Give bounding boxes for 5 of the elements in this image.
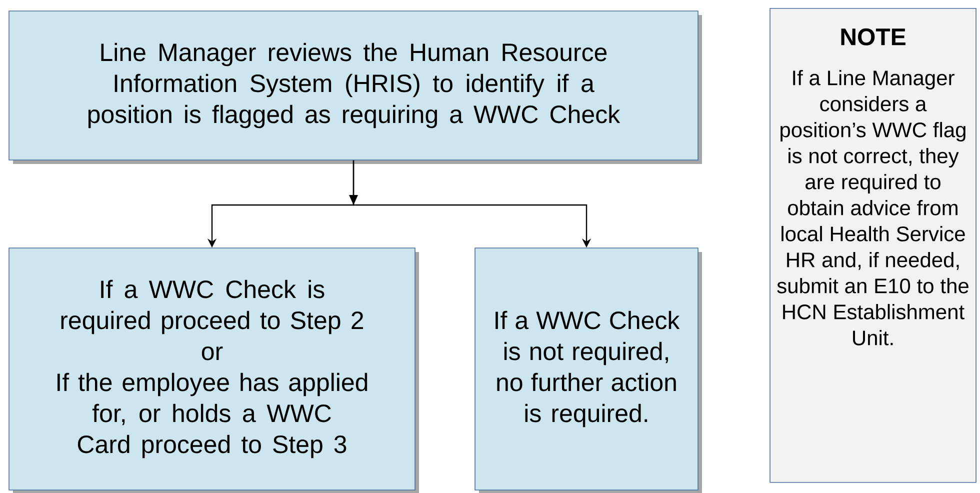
arrowhead — [349, 195, 358, 205]
process-box: If a WWC Check is not required, no further action is required. — [474, 248, 702, 493]
process-box: Line Manager reviews the Human Resource Information System (HRIS) to identify if a position is flagged as requiring a WWC Check — [8, 10, 702, 164]
process-box: If a WWC Check is required proceed to Step 2 or If the employee has applied for, or holds a WWC Card proceed to Step 3 — [8, 248, 419, 493]
note-box: NOTE If a Line Manager considers a position’s WWC flag is not correct, they are required to obtain advice from local Health Service HR and, if needed, submit an E10 to the HCN Establishment Unit. — [770, 8, 976, 483]
